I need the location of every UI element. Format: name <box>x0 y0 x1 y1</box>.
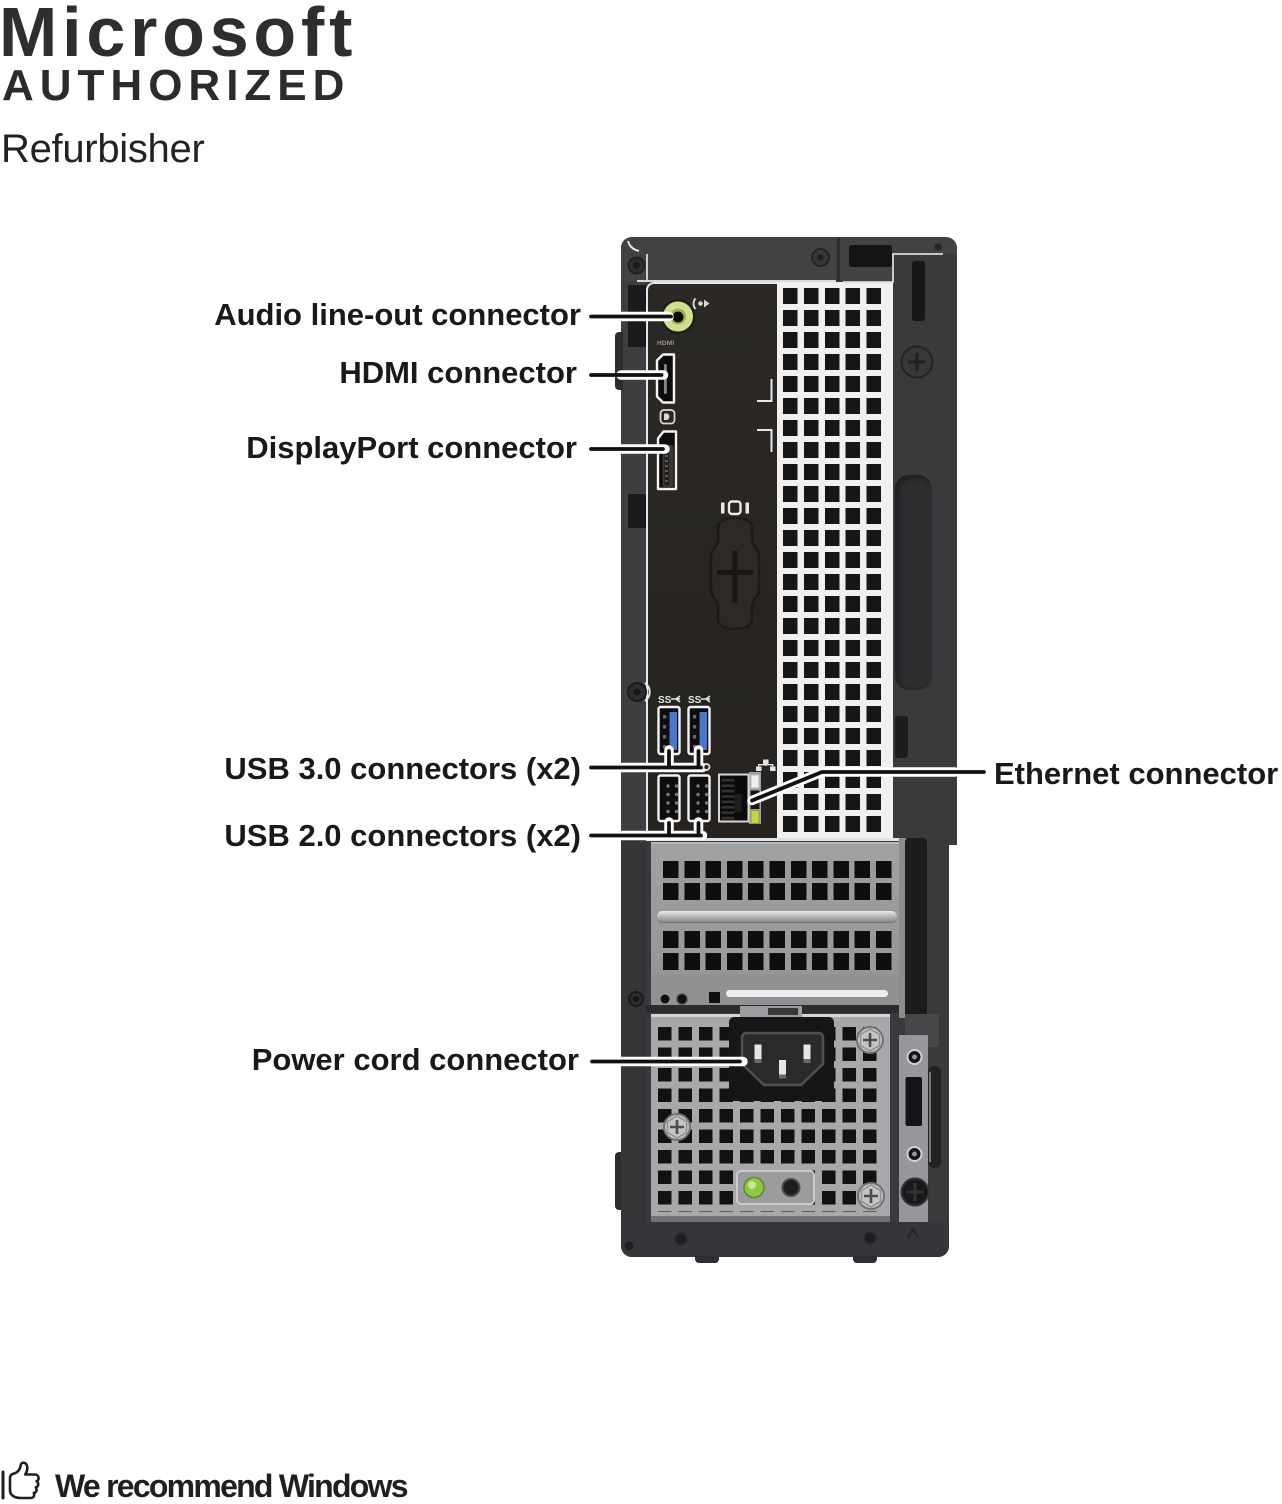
svg-text:SS: SS <box>688 695 702 706</box>
svg-text:SS: SS <box>658 695 672 706</box>
svg-text:HDMI: HDMI <box>657 340 674 347</box>
